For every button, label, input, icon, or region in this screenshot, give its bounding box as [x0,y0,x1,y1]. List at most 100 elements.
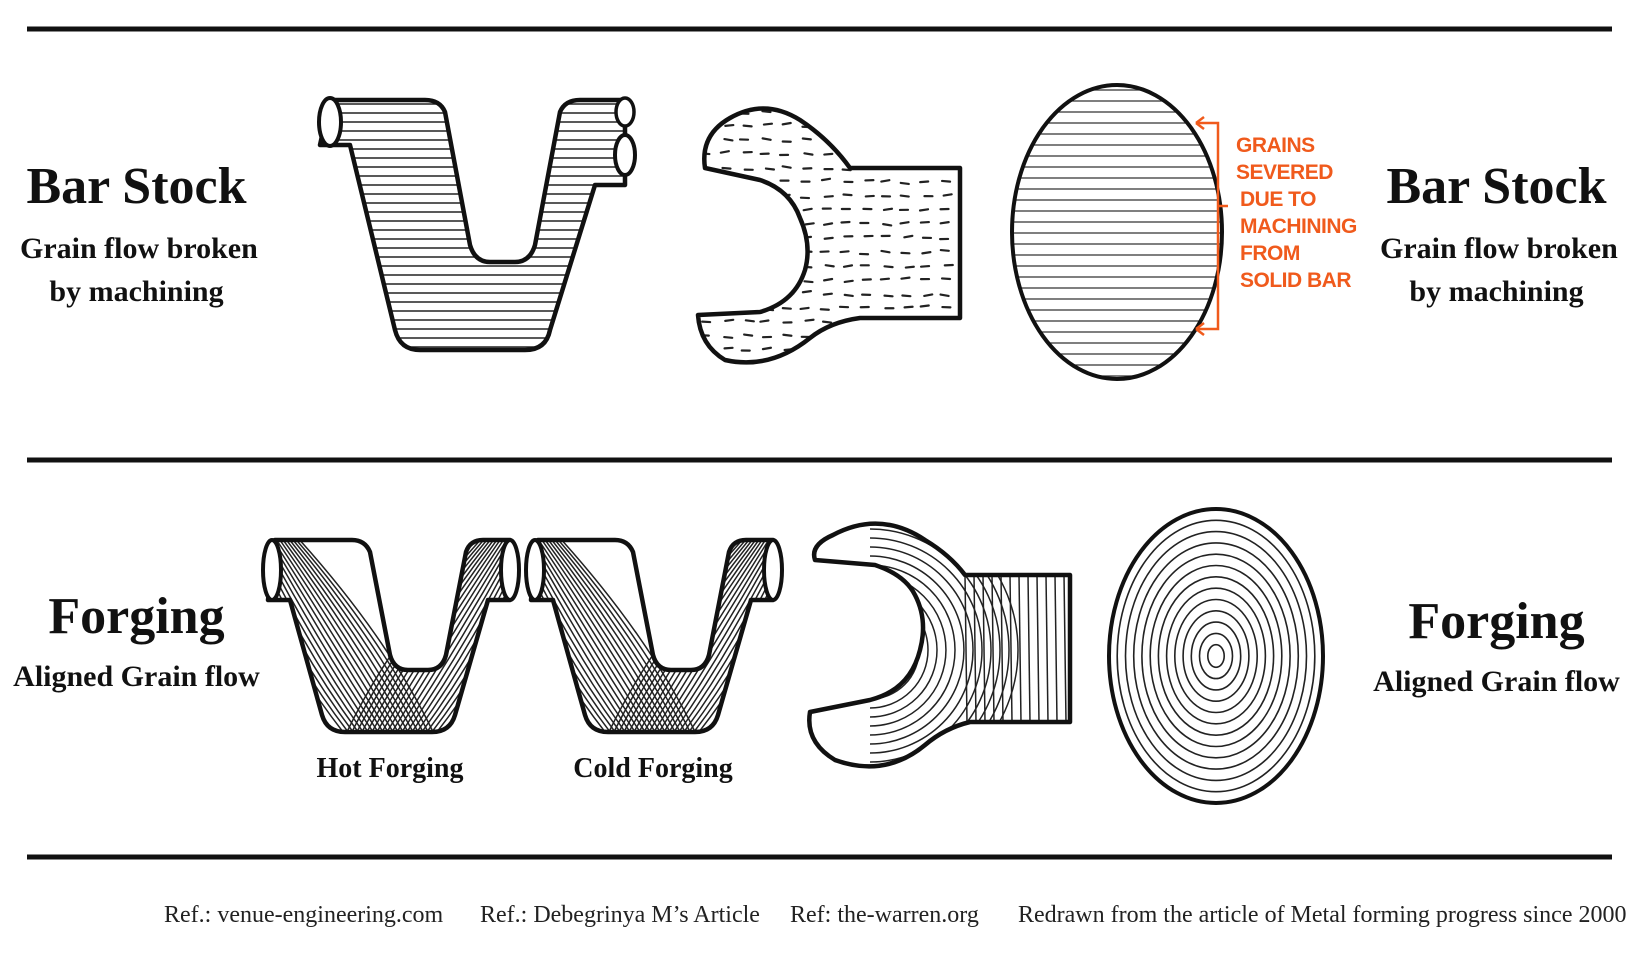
grain-dash [763,279,774,283]
flow-line [1027,574,1031,723]
grain-dash [704,276,715,280]
top-right-title: Bar Stock [1386,158,1607,215]
grain-dash [801,137,812,141]
grain-dash [741,235,752,239]
flow-line [1054,574,1058,723]
grain-dash [939,293,950,298]
grain-dash [842,193,853,197]
grain-dash [900,125,911,130]
flow-line [869,564,956,736]
grain-dash [783,366,791,367]
grain-dash [822,222,834,226]
grain-dash [964,238,972,239]
grain-dash [919,304,930,308]
grain-dash [940,277,952,281]
grain-dash [899,181,910,186]
top-left-caption-1: Grain flow broken [20,232,258,265]
grain-dash [964,348,972,349]
grain-dash [963,320,971,321]
grain-dash [804,222,815,226]
grain-dash [742,223,753,227]
bottom-left-caption: Aligned Grain flow [13,660,260,693]
grain-dash [843,322,854,325]
grain-dash [823,195,834,198]
grain-dash [779,263,790,268]
grain-dash [924,348,936,353]
grain-dash [924,126,935,130]
grain-dash [841,124,853,128]
grain-dash [919,220,930,224]
flow-line [991,574,995,723]
grain-dash [884,321,895,326]
grain-dash [899,362,910,363]
grain-dash [919,180,930,184]
grain-ring [1149,564,1283,748]
grain-dash [700,181,711,185]
grain-dash [721,166,732,170]
grain-ring [1132,542,1300,770]
grain-dash [722,236,734,240]
grain-dash [843,293,854,298]
grain-dash [942,320,953,324]
grain-dash [884,347,895,351]
top-left-caption-2: by machining [49,275,224,308]
grain-dash [883,136,895,140]
flow-line [869,546,974,754]
grain-dash [939,248,950,252]
grain-dash [743,304,754,308]
grain-dash [781,307,792,310]
grain-dash [924,333,935,337]
grain-dash [862,139,874,143]
grain-dash [761,137,772,141]
grain-dash [804,318,815,322]
grain-dash [699,263,710,266]
cold-forging-label: Cold Forging [573,753,733,784]
grain-dash [744,319,755,323]
grain-dash [699,220,711,225]
grain-dash [802,207,813,212]
top-right-caption-2: by machining [1409,275,1584,308]
reference-4: Redrawn from the article of Metal formin… [1018,902,1627,928]
grain-dash [880,179,891,183]
grain-dash [899,194,910,198]
grain-dash [822,292,833,296]
grain-dash [883,265,894,269]
grain-dash [781,165,792,169]
grain-dash [859,347,870,350]
grain-dash [763,195,774,199]
grain-dash [742,124,753,128]
grain-dash [823,277,834,282]
grain-dash [699,125,710,129]
grain-dash [824,264,835,268]
grain-dash [803,280,814,284]
grain-dash [901,294,912,298]
flow-line [272,540,510,732]
reference-1: Ref.: venue-engineering.com [164,902,444,928]
grain-ring [1157,575,1275,736]
grain-dash [761,250,772,254]
grain-dash [741,365,749,366]
grain-dash [942,109,953,113]
flow-line [282,540,510,732]
grain-dash [882,207,894,212]
grain-ring [1198,632,1234,680]
grain-dash [904,265,915,269]
grain-dash [762,122,774,126]
grain-dash [899,221,910,225]
grain-dash [720,280,731,284]
grain-dash [861,123,872,127]
grain-dash [965,251,973,252]
grain-dash [880,124,891,129]
grain-dash [803,152,814,156]
flow-line [1000,574,1004,723]
grain-dash [759,319,770,323]
grain-dash [900,276,911,280]
grain-dash [704,365,712,366]
grain-dash [902,109,914,113]
grain-dash [882,223,893,227]
grain-dash [965,362,973,363]
grain-dash [760,222,771,226]
hot-forging-v-part [261,537,521,735]
grain-dash [839,139,851,143]
